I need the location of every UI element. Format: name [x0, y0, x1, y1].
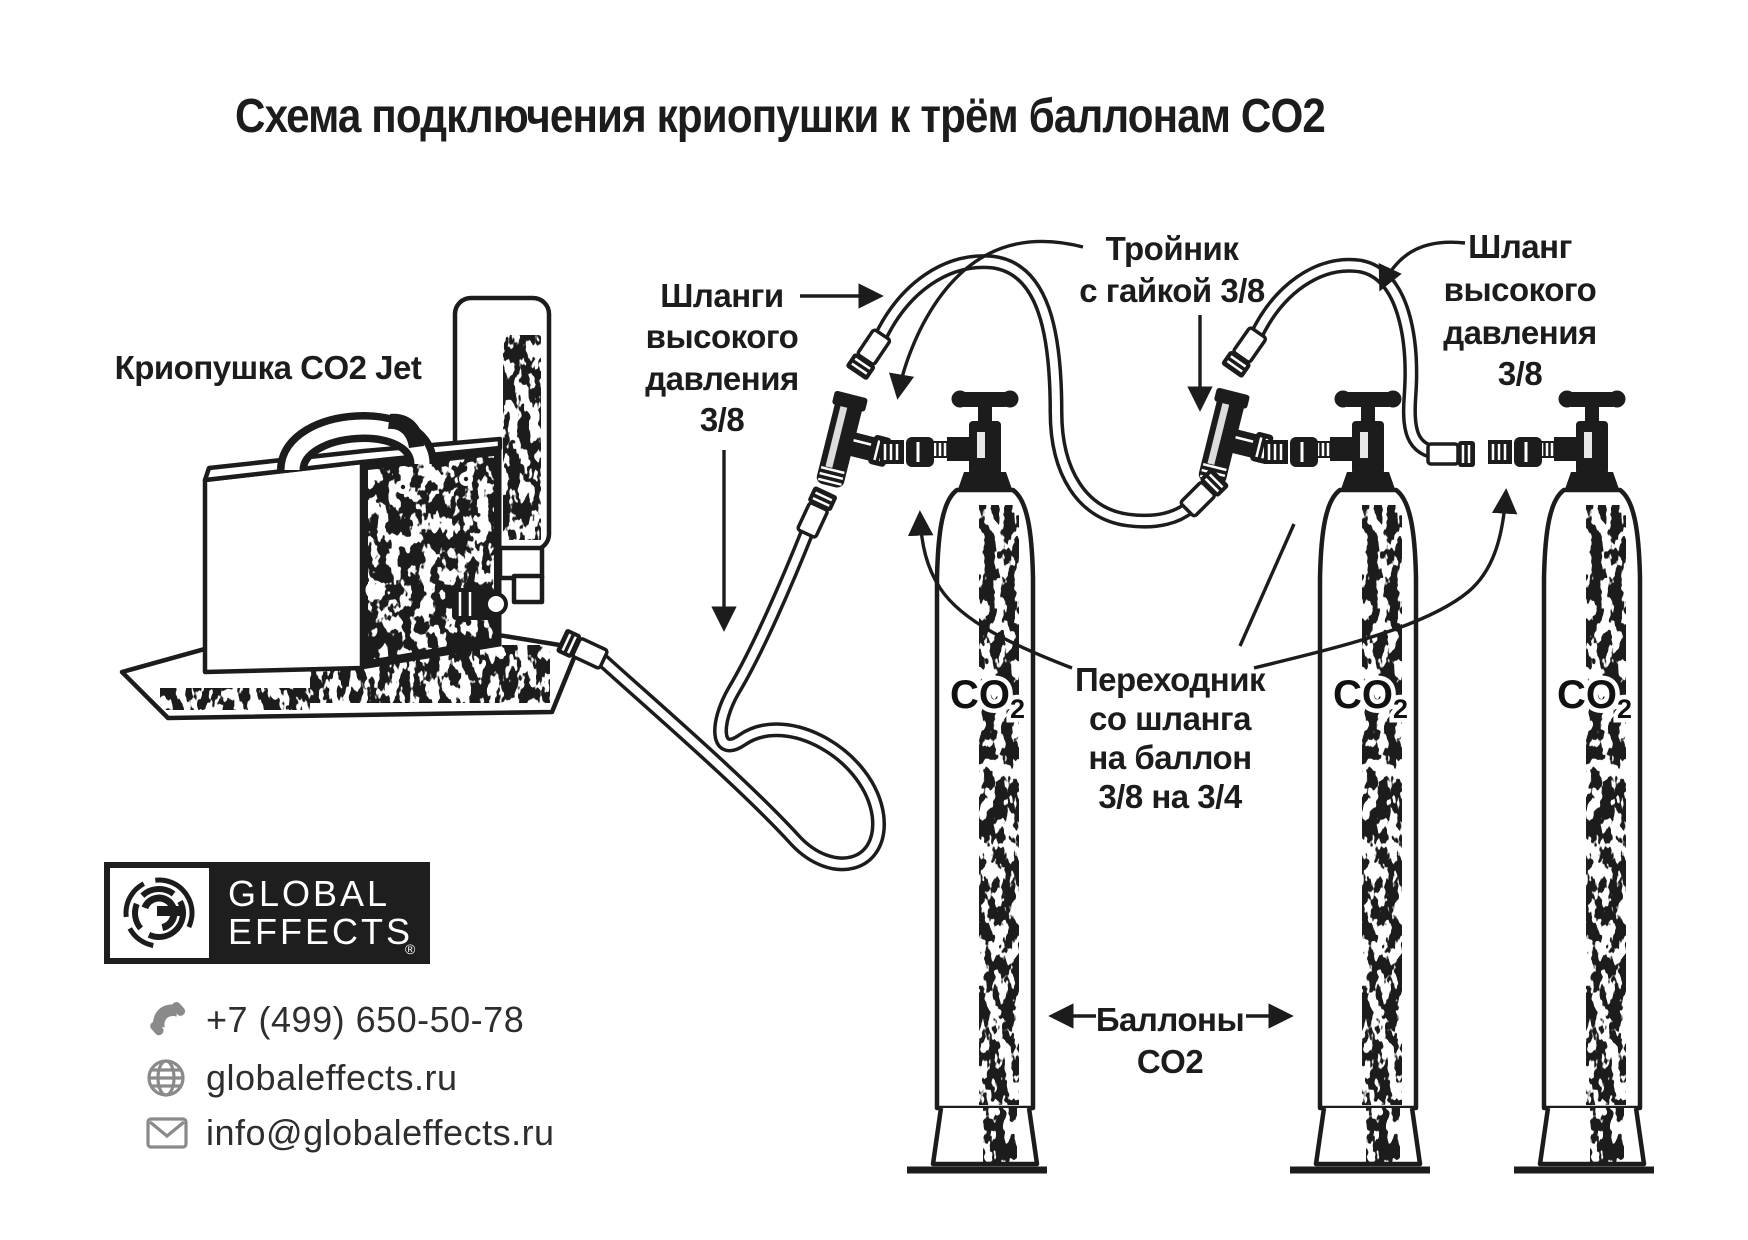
- label-line: 3/8: [1498, 355, 1543, 392]
- pointer-arrow: [1378, 240, 1466, 292]
- contact-block: +7 (499) 650-50-78 globaleffects.ru info…: [146, 999, 555, 1153]
- label-line: Шланг: [1468, 228, 1572, 265]
- logo-word-effects: EFFECTS: [228, 911, 413, 952]
- label-line: Шланги: [660, 277, 783, 314]
- cryo-machine-illustration: [119, 295, 581, 721]
- label-line: Баллоны: [1096, 1001, 1244, 1038]
- label-line: с гайкой 3/8: [1079, 272, 1265, 309]
- adapter-3: [1486, 435, 1544, 469]
- co2-cylinder-1: [907, 391, 1047, 1171]
- label-co2-cylinders: Баллоны CO2: [1048, 1001, 1294, 1080]
- hose-machine-loop: [553, 483, 886, 872]
- contact-phone[interactable]: +7 (499) 650-50-78: [206, 999, 524, 1040]
- label-line: высокого: [1444, 271, 1597, 308]
- cylinder-2-marking: CO2: [1333, 673, 1408, 724]
- pointer-line: [1238, 523, 1296, 647]
- adapter-1: [878, 435, 936, 469]
- label-line: на баллон: [1088, 739, 1251, 776]
- pointer-arrow: [907, 510, 1073, 670]
- label-line: со шланга: [1089, 700, 1252, 737]
- label-line: 3/8 на 3/4: [1098, 778, 1243, 815]
- co2-cylinder-2: [1290, 391, 1430, 1171]
- barrel-speckle: [503, 335, 541, 540]
- label-line: высокого: [646, 318, 799, 355]
- email-icon: [146, 1117, 188, 1149]
- pointer-arrow: [888, 239, 1084, 400]
- label-line: Тройник: [1106, 230, 1240, 267]
- label-line: давления: [645, 360, 799, 397]
- page-title: Схема подключения криопушки к трём балло…: [235, 90, 1325, 143]
- label-line: давления: [1443, 314, 1597, 351]
- logo-word-global: GLOBAL: [228, 873, 390, 914]
- label-adapter: Переходник со шланга на баллон 3/8 на 3/…: [907, 488, 1518, 815]
- registered-mark: ®: [405, 941, 416, 957]
- hose-cylinder2-to-cylinder3: [1218, 257, 1477, 469]
- cylinder-3-marking: CO2: [1557, 673, 1632, 724]
- label-tee-with-nut: Тройник с гайкой 3/8: [888, 230, 1265, 412]
- co2-cylinder-3: [1514, 391, 1654, 1171]
- contact-website[interactable]: globaleffects.ru: [206, 1057, 458, 1098]
- label-line: CO2: [1137, 1043, 1204, 1080]
- global-effects-logo: GLOBAL EFFECTS ®: [104, 862, 430, 964]
- cylinder-1-marking: CO2: [950, 673, 1025, 724]
- label-line: 3/8: [700, 401, 745, 438]
- phone-icon: [150, 1001, 186, 1036]
- machine-label: Криопушка CO2 Jet: [115, 349, 422, 386]
- hose-cylinder1-to-cylinder2: [843, 254, 1232, 529]
- adapter-2: [1262, 435, 1320, 469]
- label-high-pressure-hoses: Шланги высокого давления 3/8: [645, 277, 884, 632]
- machine-side-speckle: [368, 456, 494, 660]
- label-high-pressure-hose-right: Шланг высокого давления 3/8: [1378, 228, 1597, 392]
- label-line: Переходник: [1075, 661, 1266, 698]
- logo-g-mark: [123, 877, 195, 949]
- globe-icon: [147, 1059, 185, 1097]
- contact-email[interactable]: info@globaleffects.ru: [206, 1112, 555, 1153]
- pointer-arrow: [1253, 488, 1518, 670]
